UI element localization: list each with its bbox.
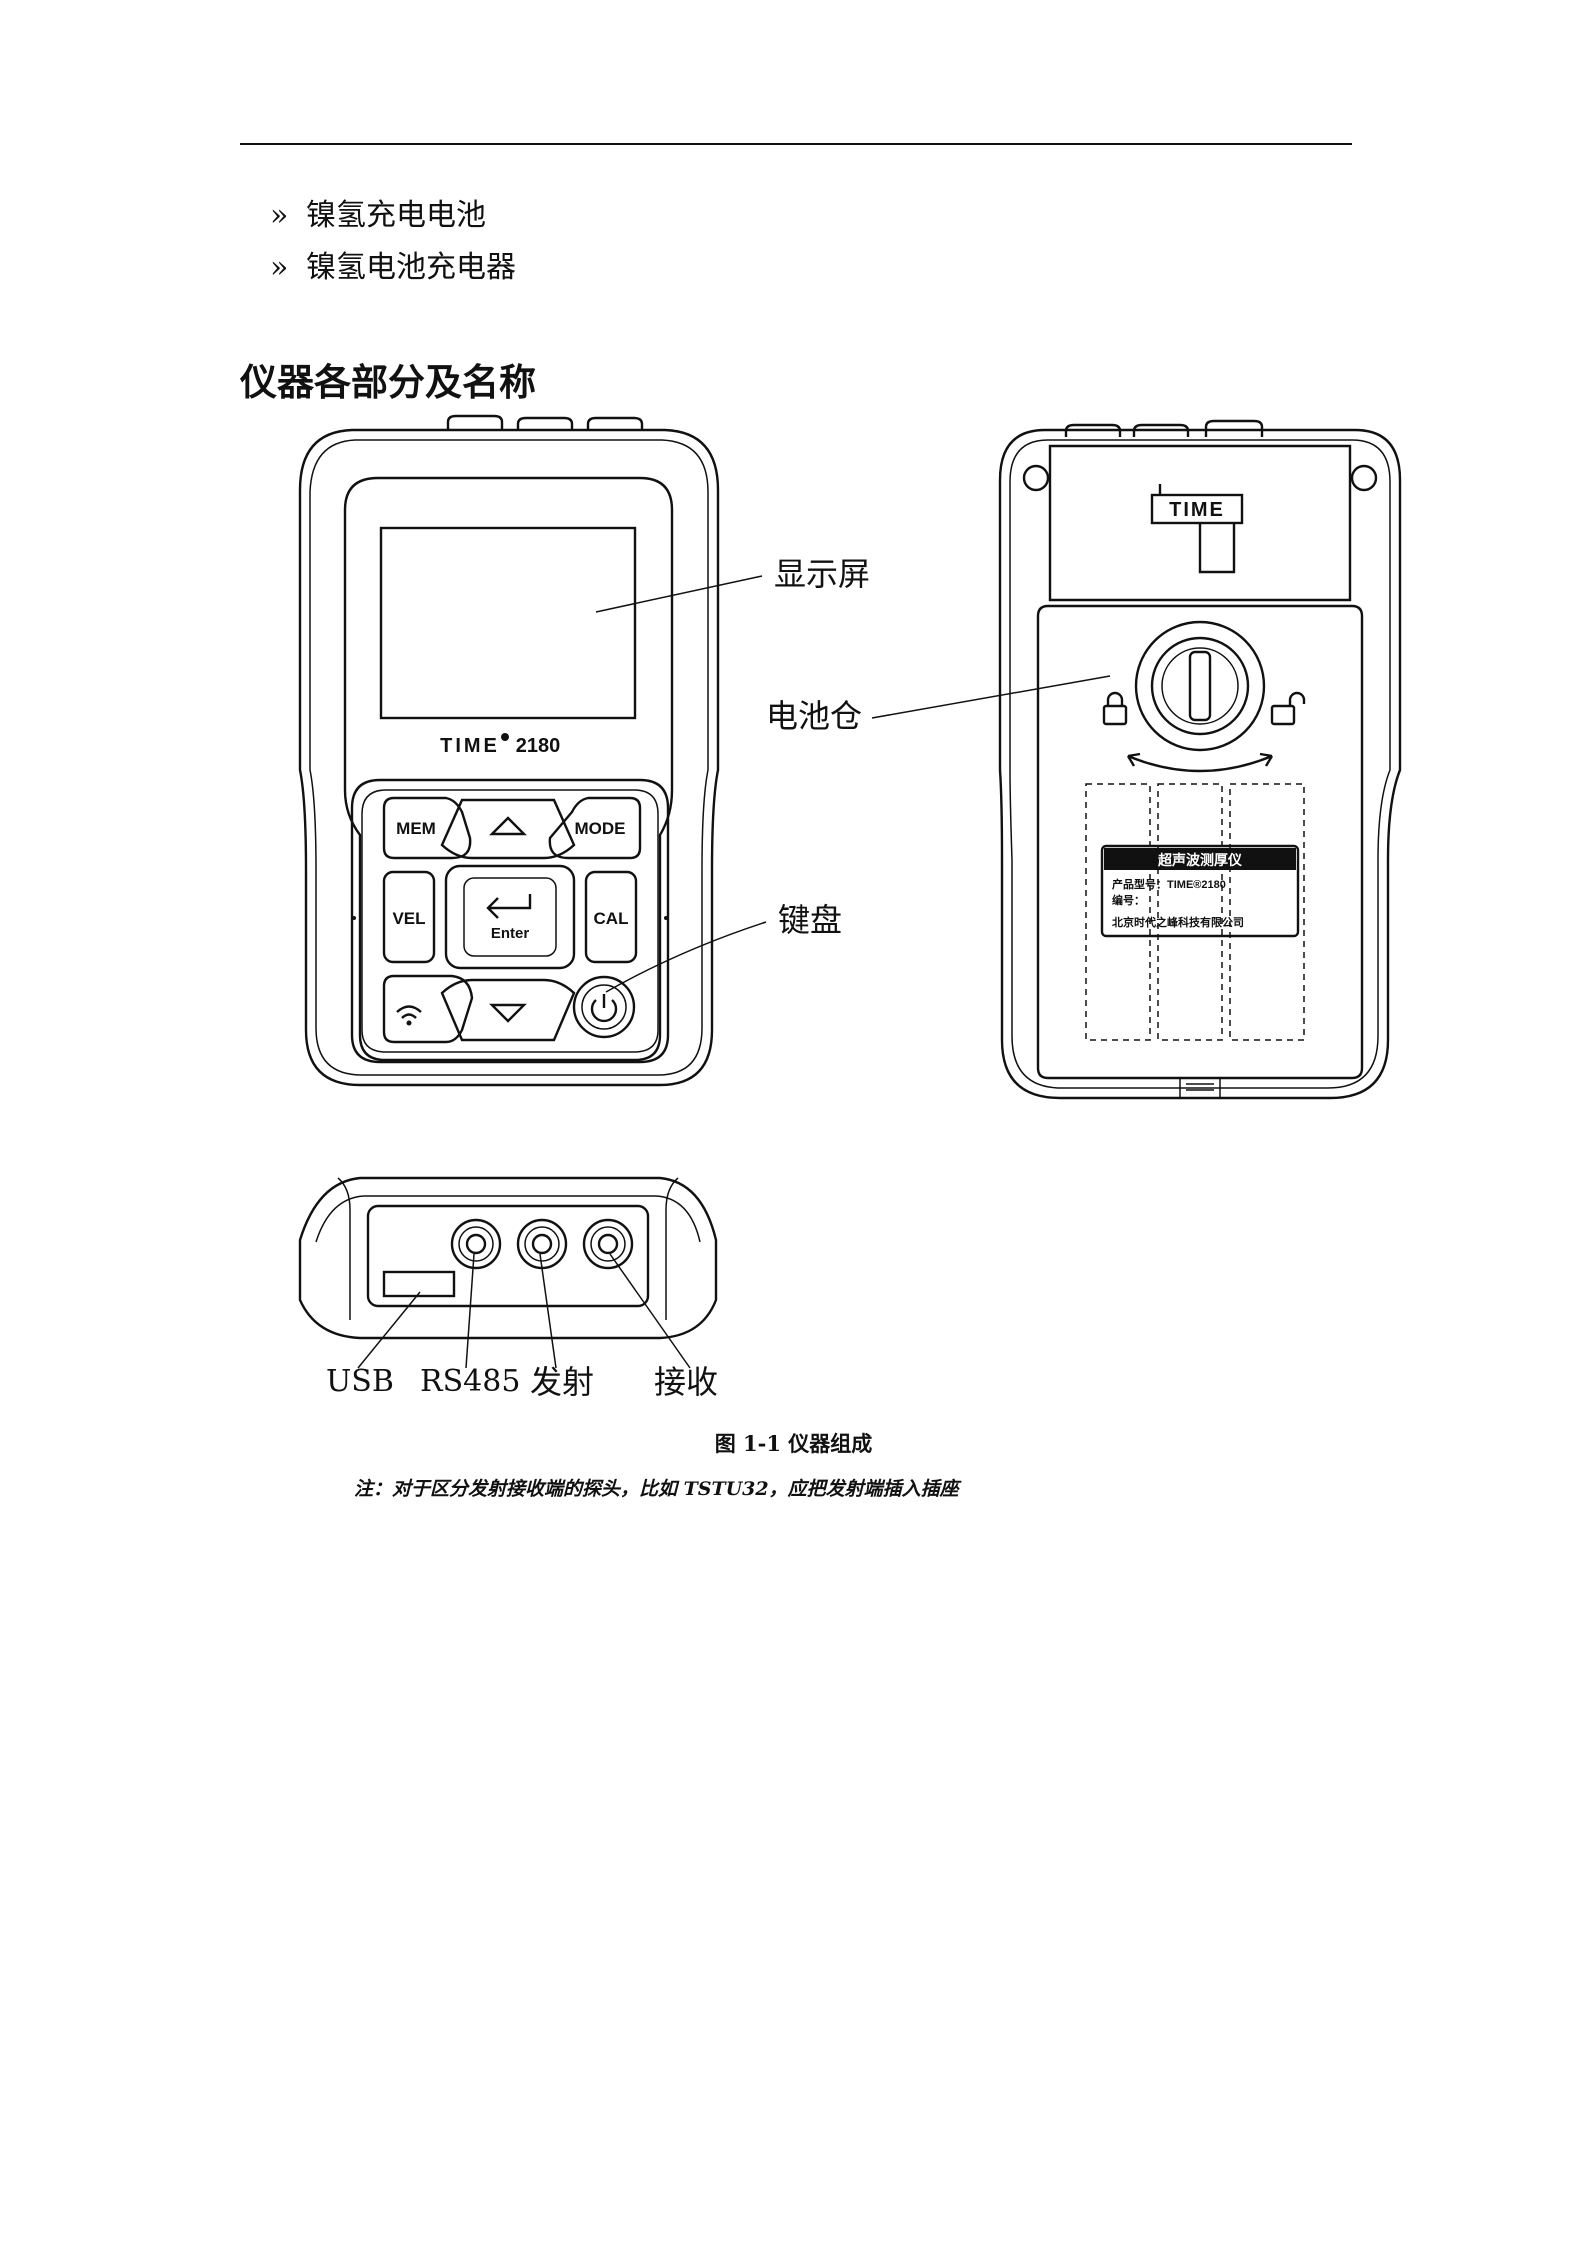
keypad-frame-inner (361, 789, 659, 1053)
mount-hole (1350, 464, 1378, 492)
back-top-connector (1132, 423, 1190, 437)
section-heading: 仪器各部分及名称 (240, 360, 536, 404)
usb-leader-line (357, 1291, 421, 1369)
rotate-arrow-icon (1126, 752, 1274, 767)
locked-icon (1102, 691, 1128, 726)
back-device: TIME 超声波测厚仪 产品型号：TIME®2180 (998, 419, 1402, 1100)
keypad-leader-line (605, 921, 767, 993)
rotate-arc (1127, 754, 1273, 773)
front-top-connector (586, 416, 644, 430)
svg-text:CAL: CAL (594, 909, 629, 928)
list-marker: » (270, 250, 289, 285)
usb-callout: USB (326, 1364, 394, 1399)
display-callout: 显示屏 (774, 555, 871, 593)
connector-view-contour (337, 1177, 351, 1320)
rs485-callout: RS485 (420, 1364, 521, 1399)
enter-key[interactable]: Enter (444, 864, 576, 970)
back-body-outline (998, 428, 1402, 1100)
battery-slots (1085, 783, 1305, 1041)
front-model: 2180 (516, 735, 561, 757)
rs485-port (450, 1218, 502, 1270)
cal-key[interactable]: CAL (584, 870, 638, 964)
front-face-panel (343, 476, 674, 1062)
down-arrow-icon (489, 1003, 527, 1023)
svg-text:VEL: VEL (392, 909, 425, 928)
header-rule (240, 143, 1352, 145)
battery-leader-line (871, 675, 1111, 719)
mode-key[interactable]: MODE (548, 796, 642, 860)
mount-hole (1022, 464, 1050, 492)
battery-lock-knob[interactable] (1134, 620, 1266, 752)
back-body-inner (1009, 439, 1391, 1089)
down-key[interactable] (440, 978, 576, 1042)
battery-callout: 电池仓 (766, 697, 863, 735)
time-logo: TIME (1150, 484, 1244, 574)
up-key[interactable] (440, 798, 576, 860)
vel-key[interactable]: VEL (382, 870, 436, 964)
enter-icon (486, 894, 532, 919)
connector-panel (366, 1204, 650, 1308)
list-item: » 镍氢电池充电器 (270, 250, 516, 286)
svg-text:产品型号：TIME®2180: 产品型号：TIME®2180 (1112, 877, 1226, 891)
back-top-connector (1064, 423, 1122, 437)
transmit-callout: 发射 (530, 1363, 595, 1401)
display-screen (379, 526, 637, 720)
back-top-connector (1204, 419, 1264, 437)
connector-view-outline (298, 1176, 718, 1340)
keypad-callout: 键盘 (778, 901, 843, 939)
svg-text:Enter: Enter (491, 925, 530, 942)
front-body-outline (298, 428, 720, 1087)
display-leader-line (595, 575, 763, 613)
product-label: 超声波测厚仪 产品型号：TIME®2180 编号： 北京时代之峰科技有限公司 (1100, 844, 1300, 938)
svg-text:MEM: MEM (396, 819, 436, 838)
front-device: TIME 2180 MEM MODE VEL E (298, 414, 720, 1087)
transmit-port (516, 1218, 568, 1270)
svg-text:超声波测厚仪: 超声波测厚仪 (1157, 852, 1243, 868)
svg-text:TIME: TIME (1169, 499, 1225, 521)
up-arrow-icon (489, 816, 527, 836)
front-top-connector (446, 414, 504, 430)
connector-view (298, 1176, 718, 1340)
keypad-frame (350, 778, 670, 1064)
back-upper-panel (1048, 444, 1352, 602)
list-marker: » (270, 198, 289, 233)
mem-key[interactable]: MEM (382, 796, 472, 860)
wireless-key[interactable] (382, 974, 474, 1044)
receive-leader-line (609, 1253, 691, 1369)
usb-port (382, 1270, 456, 1298)
front-top-connector (516, 416, 574, 430)
battery-cover (1036, 604, 1364, 1080)
unlocked-icon (1270, 691, 1306, 726)
connector-view-contour (315, 1195, 701, 1243)
connector-view-contour (665, 1177, 679, 1320)
wifi-icon (396, 1005, 422, 1019)
svg-text:编号：: 编号： (1112, 893, 1145, 907)
receive-callout: 接收 (654, 1363, 719, 1401)
bottom-tab (1179, 1078, 1221, 1098)
list-item-text: 镍氢电池充电器 (306, 250, 516, 285)
figure-note: 注：对于区分发射接收端的探头，比如 TSTU32，应把发射端插入插座 (354, 1478, 959, 1500)
rs485-leader-line (465, 1253, 475, 1369)
receive-port (582, 1218, 634, 1270)
power-icon (590, 999, 618, 1023)
front-brand: TIME (440, 735, 500, 757)
power-key[interactable] (572, 975, 636, 1039)
transmit-leader-line (539, 1253, 557, 1369)
list-item: » 镍氢充电电池 (270, 198, 486, 234)
figure-caption: 图 1-1 仪器组成 (714, 1431, 873, 1456)
registered-mark (501, 733, 509, 741)
svg-text:MODE: MODE (575, 819, 626, 838)
list-item-text: 镍氢充电电池 (306, 198, 486, 233)
svg-text:北京时代之峰科技有限公司: 北京时代之峰科技有限公司 (1112, 915, 1244, 929)
front-body-inner (309, 439, 709, 1076)
